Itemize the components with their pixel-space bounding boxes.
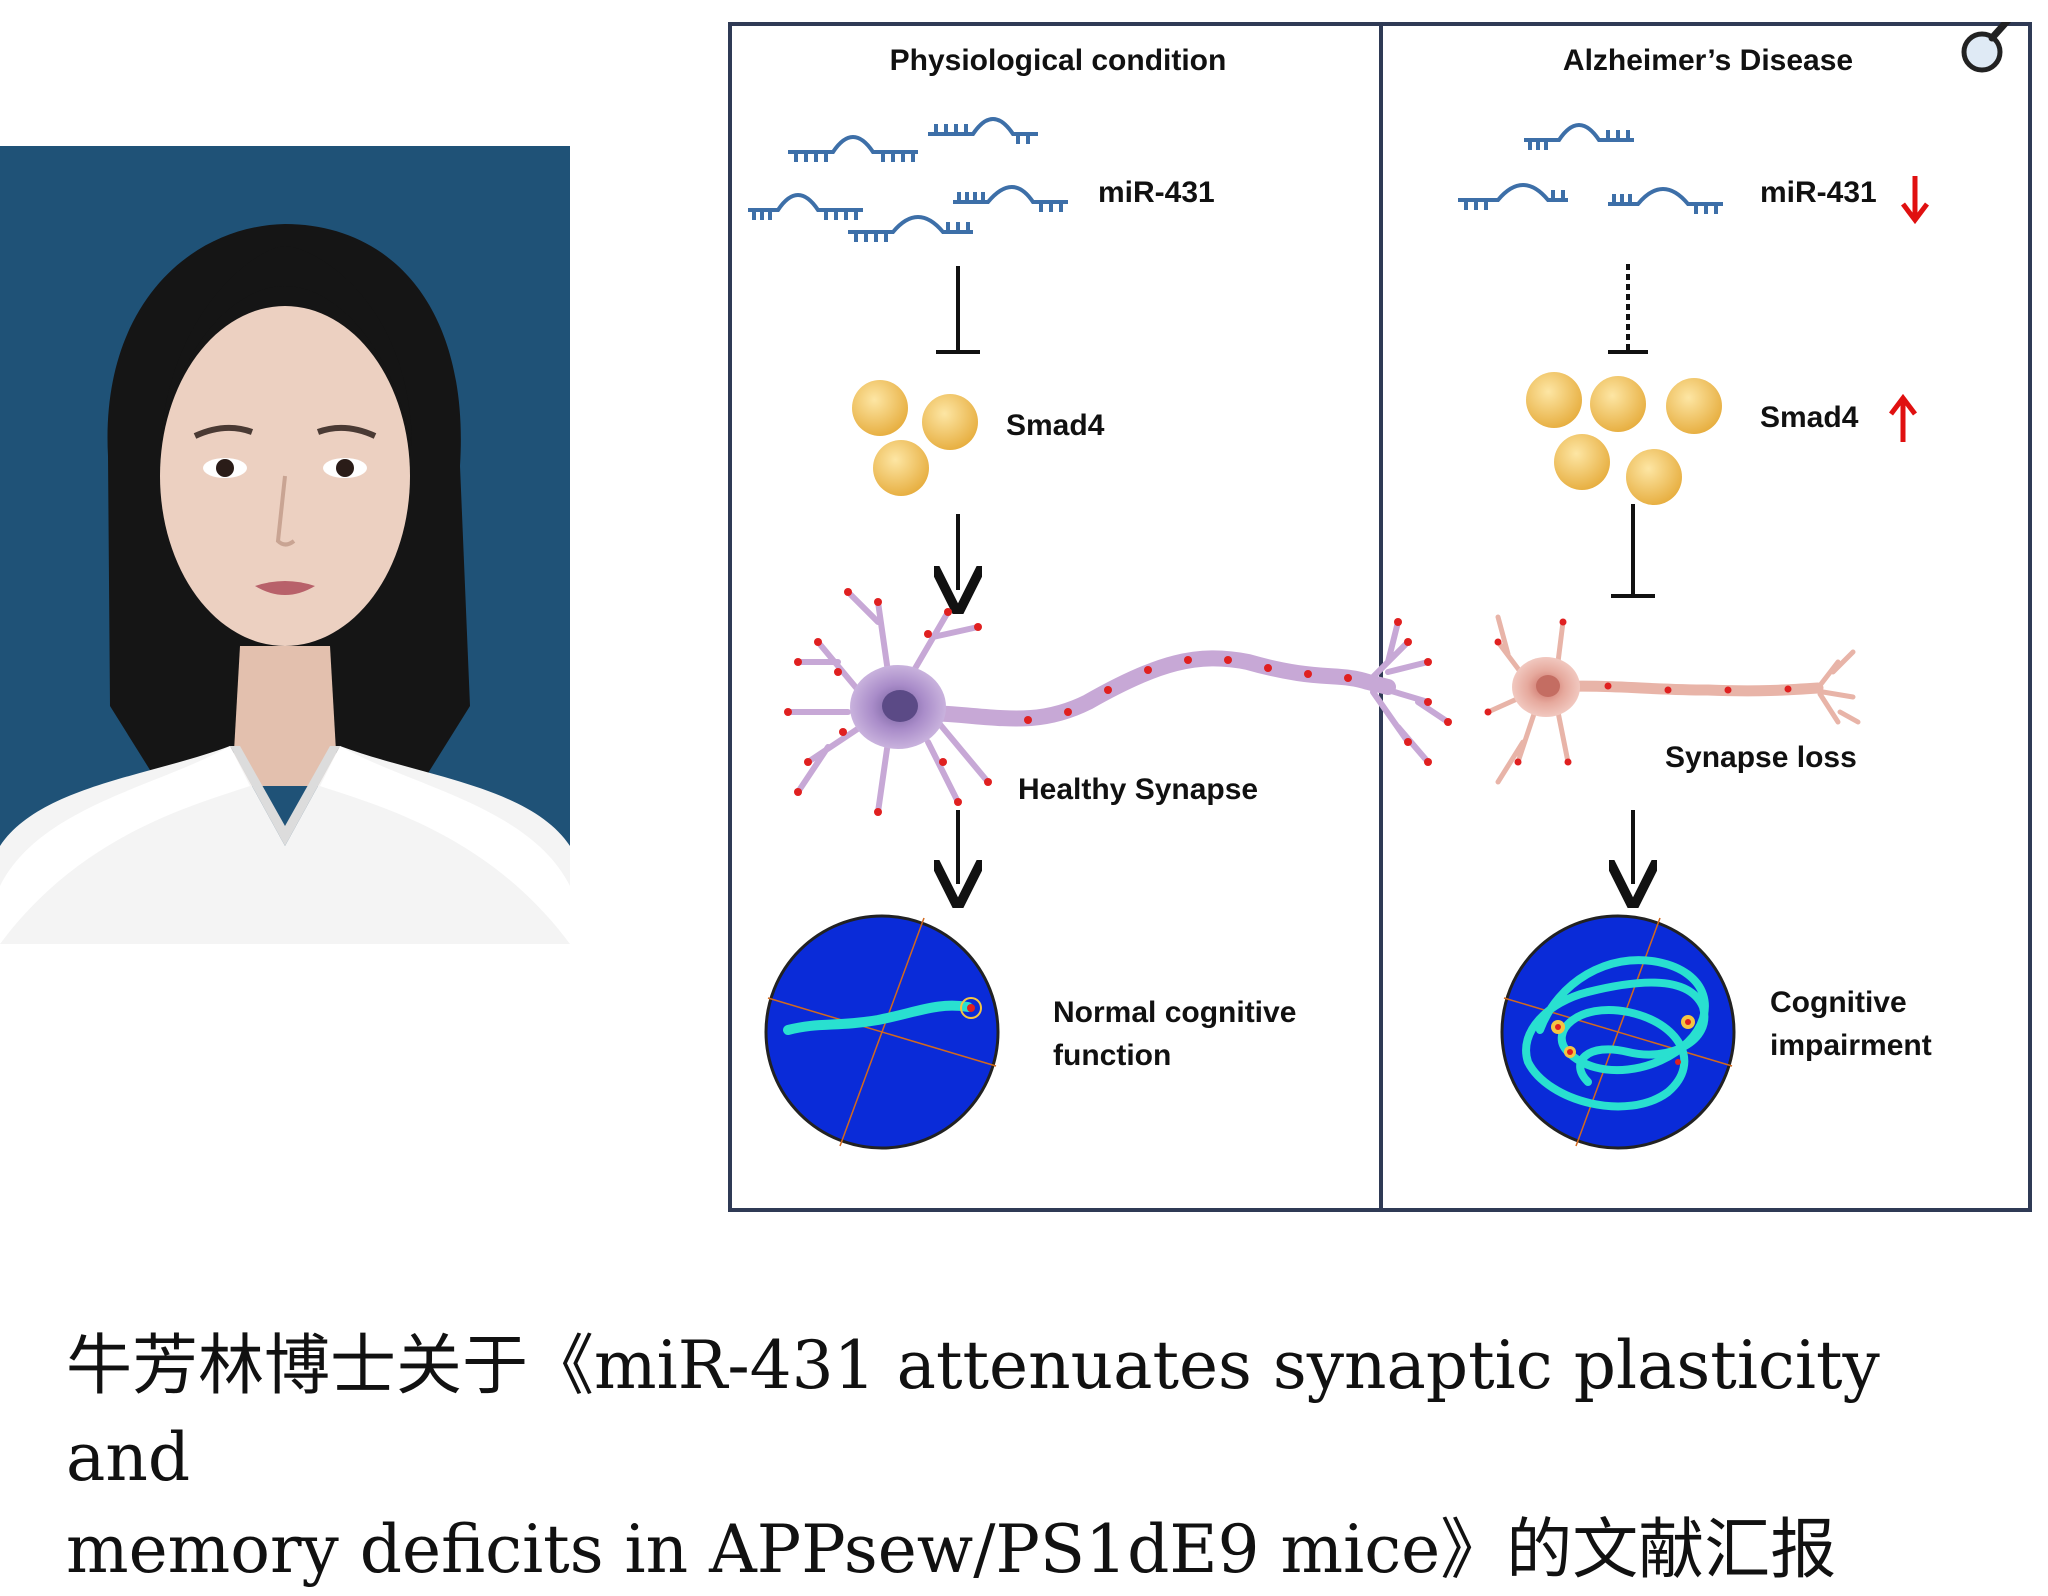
down-arrow-icon xyxy=(1901,176,1929,225)
left-mirna-label: miR-431 xyxy=(1098,176,1215,209)
mirna-cluster-right xyxy=(1458,123,1723,214)
water-maze-normal xyxy=(764,914,1000,1150)
left-outcome-line1: Normal cognitive xyxy=(1053,996,1296,1029)
caption-line-1: 牛芳林博士关于《miR-431 attenuates synaptic plas… xyxy=(66,1327,1880,1496)
inhibition-symbol-left xyxy=(936,266,980,354)
mirna-cluster-left xyxy=(748,117,1068,242)
ad-neuron xyxy=(1484,614,1861,785)
right-outcome-line1: Cognitive xyxy=(1770,986,1907,1019)
inhibition-symbol-right xyxy=(1611,504,1655,598)
mechanism-figure: Physiological condition miR-431 Smad4 xyxy=(728,22,2032,1212)
healthy-synapse-label: Healthy Synapse xyxy=(1018,773,1258,806)
smad4-proteins-right xyxy=(1526,372,1722,505)
right-smad4-label: Smad4 xyxy=(1760,401,1859,434)
right-outcome-line2: impairment xyxy=(1770,1029,1932,1062)
portrait-photo xyxy=(0,146,570,944)
up-arrow-icon xyxy=(1889,393,1917,442)
weak-inhibition-symbol xyxy=(1608,264,1648,354)
caption-line-2: memory deficits in APPsew/PS1dE9 mice》的文… xyxy=(66,1511,1837,1588)
healthy-neuron xyxy=(784,588,1452,816)
synapse-loss-label: Synapse loss xyxy=(1665,741,1857,774)
right-panel-title: Alzheimer’s Disease xyxy=(1563,44,1853,77)
left-smad4-label: Smad4 xyxy=(1006,409,1105,442)
smad4-proteins-left xyxy=(852,380,978,496)
water-maze-impaired xyxy=(1500,914,1736,1150)
left-outcome-line2: function xyxy=(1053,1039,1171,1072)
left-panel-title: Physiological condition xyxy=(890,44,1227,77)
right-mirna-label: miR-431 xyxy=(1760,176,1877,209)
magnifier-icon xyxy=(1961,22,2012,73)
caption: 牛芳林博士关于《miR-431 attenuates synaptic plas… xyxy=(66,1320,1966,1596)
